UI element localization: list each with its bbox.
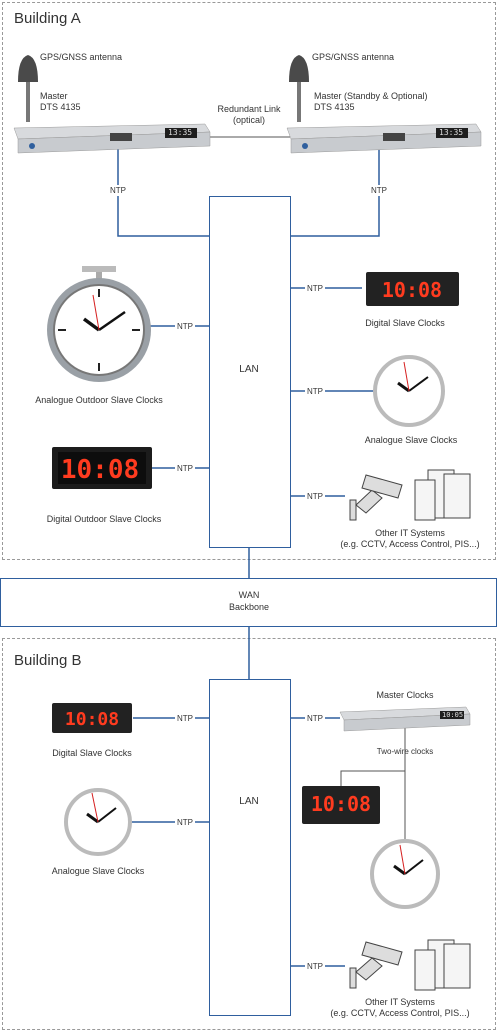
ntp-master-left-label: NTP — [110, 185, 126, 196]
wan-box — [0, 578, 497, 627]
lan-a-box — [209, 196, 291, 548]
lan-b-box — [209, 679, 291, 1016]
redundant-link-label-line2: (optical) — [232, 115, 266, 125]
master-clocks-b-label: Master Clocks — [376, 690, 434, 700]
two-wire-display-text: 10:08 — [311, 792, 371, 816]
digital-slave-clock-b-icon: 10:08 — [52, 703, 132, 733]
master-b-display: 10:05 — [442, 711, 464, 719]
ntp-digital-outdoor-label: NTP — [175, 463, 195, 474]
building-b-title: Building B — [14, 652, 82, 669]
cctv-camera-a-icon — [349, 474, 403, 521]
master-right-label-line2: DTS 4135 — [314, 102, 355, 112]
ntp-digital-b-label: NTP — [175, 713, 195, 724]
ntp-it-a-label: NTP — [305, 491, 325, 502]
it-b-label-line2: (e.g. CCTV, Access Control, PIS...) — [330, 1008, 470, 1018]
analogue-outdoor-clock-icon — [47, 266, 151, 382]
it-a-label-line1: Other IT Systems — [375, 528, 445, 538]
digital-slave-b-display-text: 10:08 — [65, 709, 119, 730]
antenna-right-icon — [289, 55, 309, 122]
antenna-right-label: GPS/GNSS antenna — [312, 52, 395, 62]
analogue-slave-clock-b-icon — [64, 788, 132, 856]
ntp-master-b-label: NTP — [305, 713, 325, 724]
digital-slave-a-display-text: 10:08 — [382, 278, 442, 302]
two-wire-digital-clock-icon: 10:08 — [302, 786, 380, 824]
redundant-link-label-line1: Redundant Link — [217, 104, 281, 114]
building-a-title: Building A — [14, 10, 81, 27]
it-b-label-line1: Other IT Systems — [365, 997, 435, 1007]
lan-b-label: LAN — [239, 796, 259, 807]
wan-label-line2: Backbone — [228, 602, 270, 612]
master-left-label-line2: DTS 4135 — [40, 102, 81, 112]
server-a-icon — [414, 469, 471, 521]
cctv-camera-b-icon — [349, 941, 403, 989]
analogue-slave-b-label: Analogue Slave Clocks — [51, 866, 145, 876]
digital-outdoor-clock-icon: 10:08 — [52, 447, 152, 489]
master-right-label-line1: Master (Standby & Optional) — [314, 91, 428, 101]
ntp-link-master-right — [290, 147, 380, 237]
two-wire-clocks-label: Two-wire clocks — [376, 747, 434, 756]
wan-label-line1: WAN — [238, 590, 260, 600]
ntp-digital-slave-a-label: NTP — [305, 283, 325, 294]
analogue-slave-clock-a-icon — [373, 355, 445, 427]
ntp-analogue-slave-a-label: NTP — [305, 386, 325, 397]
analogue-slave-a-label: Analogue Slave Clocks — [364, 435, 458, 445]
digital-slave-b-label: Digital Slave Clocks — [52, 748, 132, 758]
master-right-device-icon — [286, 123, 482, 154]
ntp-link-master-left — [117, 147, 209, 237]
ntp-analogue-outdoor-label: NTP — [175, 321, 195, 332]
master-left-display: 13:35 — [168, 128, 193, 137]
two-wire-line-digital — [340, 727, 406, 786]
antenna-left-label: GPS/GNSS antenna — [40, 52, 123, 62]
it-a-label-line2: (e.g. CCTV, Access Control, PIS...) — [340, 539, 480, 549]
two-wire-analogue-clock-icon — [370, 839, 440, 909]
lan-a-label: LAN — [239, 364, 259, 375]
ntp-it-b-label: NTP — [305, 961, 325, 972]
server-b-icon — [414, 939, 471, 991]
antenna-left-icon — [18, 55, 38, 122]
master-right-display: 13:35 — [439, 128, 464, 137]
digital-outdoor-label: Digital Outdoor Slave Clocks — [46, 514, 162, 524]
digital-slave-a-label: Digital Slave Clocks — [365, 318, 445, 328]
digital-slave-clock-a-icon: 10:08 — [366, 272, 459, 306]
analogue-outdoor-label: Analogue Outdoor Slave Clocks — [35, 395, 163, 405]
ntp-analogue-b-label: NTP — [175, 817, 195, 828]
master-left-device-icon — [13, 123, 211, 154]
ntp-master-right-label: NTP — [371, 185, 387, 196]
master-clock-b-device-icon — [339, 706, 471, 732]
master-left-label-line1: Master — [40, 91, 68, 101]
digital-outdoor-display-text: 10:08 — [61, 455, 139, 485]
